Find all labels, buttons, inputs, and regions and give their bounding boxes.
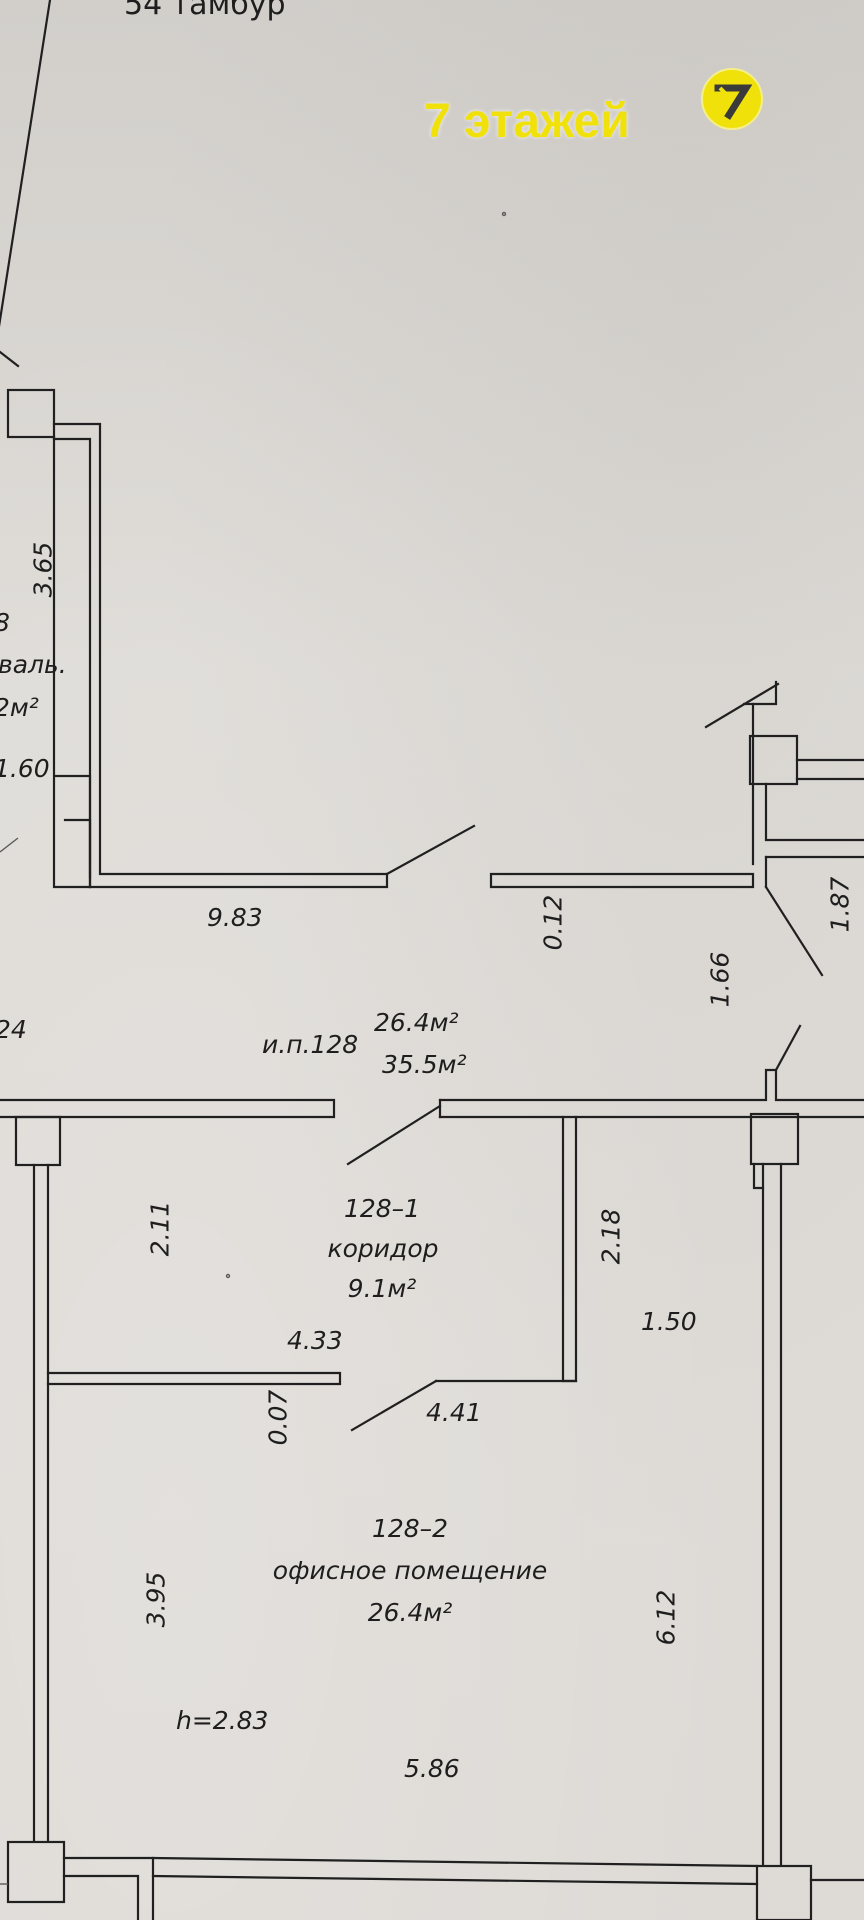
partition-thickness: 0.07	[263, 1389, 293, 1446]
unit-main-area: 26.4м²	[374, 1008, 459, 1037]
corridor-room-id: 128–1	[343, 1194, 421, 1223]
bottom-wall-top	[151, 1856, 759, 1868]
left-room-number-fragment: 8	[0, 610, 10, 635]
right-shaft-wall-a	[751, 680, 778, 866]
right-shaft-column	[748, 734, 799, 786]
corridor-left-wall-inner	[52, 422, 389, 876]
corridor-right-partition	[561, 1115, 578, 1383]
door-swing-corridor	[346, 1104, 442, 1166]
unit-label: и.п.128	[262, 1030, 359, 1059]
bottom-left-wall-inner	[62, 1874, 140, 1920]
bottom-wall-bottom	[151, 1874, 759, 1886]
office-height-left: 3.95	[141, 1571, 171, 1628]
door-swing-right-mid	[774, 1024, 802, 1072]
corridor-width: 4.33	[287, 1326, 343, 1355]
left-room-area-fragment: 2м²	[0, 693, 39, 722]
office-right-wall-notch	[752, 1162, 765, 1190]
seven-floors-logo-svg	[701, 68, 763, 130]
right-shaft-diagonal	[704, 682, 780, 729]
office-column-top-right	[749, 1112, 800, 1166]
office-room-name: офисное помещение	[272, 1556, 548, 1585]
right-middle-dimension: 1.50	[641, 1307, 697, 1336]
office-height-right: 6.12	[651, 1589, 681, 1646]
corridor-bottom-partition-left	[46, 1371, 342, 1386]
logo-seven-mark	[714, 84, 753, 120]
unit-total-area: 35.5м²	[382, 1050, 467, 1079]
office-bottom-width: 5.86	[404, 1754, 460, 1783]
bottom-left-wall	[62, 1856, 155, 1920]
dimension-1-87: 1.87	[825, 876, 855, 933]
door-swing-office	[350, 1379, 438, 1432]
left-partial-dimension: 24	[0, 1015, 27, 1044]
left-room-name-fragment: валь.	[0, 650, 67, 679]
top-left-short-line	[0, 350, 20, 368]
office-column-bottom-left	[6, 1840, 66, 1904]
right-wall-step-a	[764, 782, 864, 842]
right-corridor-top-wall	[489, 872, 755, 889]
corridor-room-name: коридор	[327, 1234, 439, 1263]
corridor-room-area: 9.1м²	[347, 1274, 417, 1303]
office-room-area: 26.4м²	[367, 1598, 453, 1627]
corridor-left-wall-outer	[52, 437, 92, 879]
left-room-small-niche	[63, 818, 92, 889]
top-corridor-width: 9.83	[207, 903, 263, 932]
door-swing-right-top	[764, 885, 824, 977]
header-fragment: 54 тамбур	[124, 0, 286, 22]
left-room-wall-frame	[52, 435, 389, 889]
office-top-wall-right	[438, 1068, 864, 1102]
seven-floors-logo-icon	[700, 67, 764, 131]
left-room-step-wall	[53, 774, 92, 889]
dimension-0-12: 0.12	[538, 894, 568, 951]
office-top-wall-left	[0, 1098, 336, 1119]
left-edge-fragment	[0, 837, 19, 853]
small-mark	[225, 1273, 231, 1279]
corridor-height-left: 2.11	[145, 1200, 175, 1257]
corridor-height-right: 2.18	[596, 1208, 626, 1265]
brand-watermark-text: 7 этажей	[424, 95, 630, 148]
small-mark-top	[501, 211, 507, 217]
office-column-bottom-right	[755, 1864, 813, 1920]
diagonal-line-top-left	[0, 0, 52, 328]
office-top-width: 4.41	[426, 1398, 482, 1427]
office-room-id: 128–2	[371, 1514, 449, 1543]
left-room-height: 3.65	[28, 541, 58, 598]
office-column-top-left	[14, 1115, 62, 1167]
logo-inner-cut	[718, 86, 732, 100]
dimension-1-66: 1.66	[705, 951, 735, 1008]
top-left-column	[6, 388, 56, 439]
door-swing-top	[385, 824, 476, 876]
logo-circle	[701, 68, 763, 130]
left-room-width: 1.60	[0, 754, 50, 783]
ceiling-height: h=2.83	[176, 1706, 269, 1735]
